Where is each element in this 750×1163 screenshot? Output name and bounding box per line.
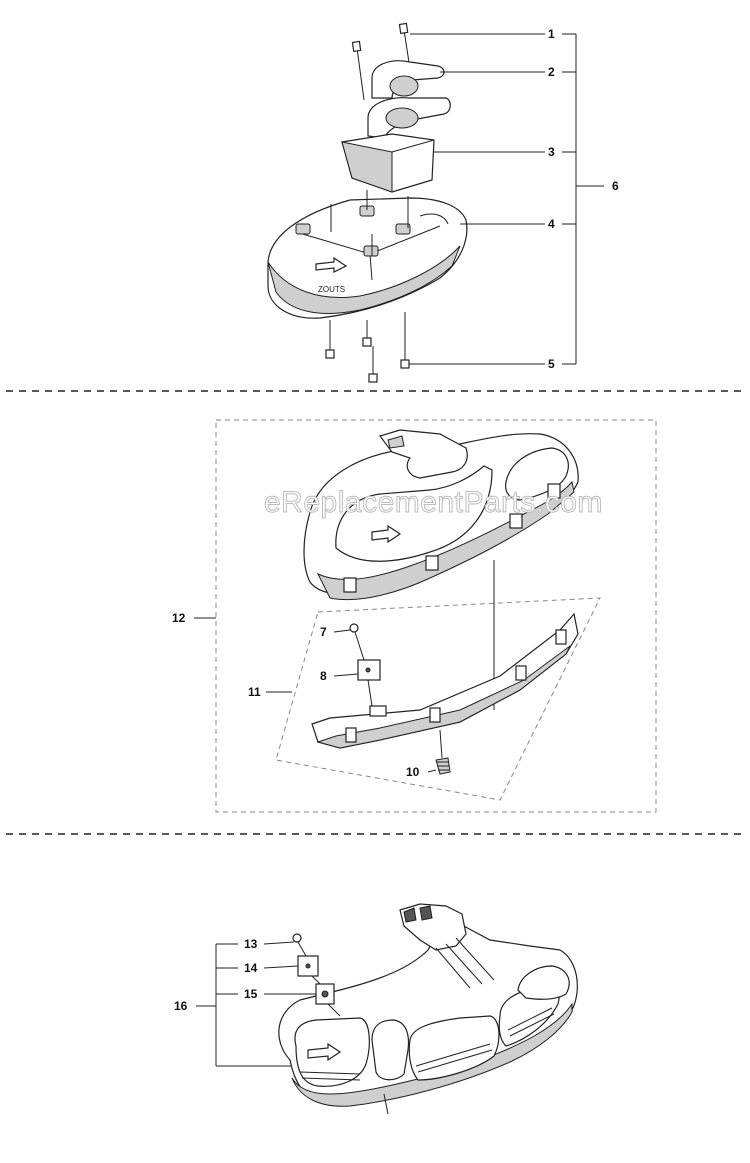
callout-6: 6 <box>612 179 619 193</box>
callout-2: 2 <box>548 65 555 79</box>
guard-part-4: ZOUTS <box>267 197 468 319</box>
screw-part-1 <box>351 22 413 101</box>
callout-13: 13 <box>244 937 258 951</box>
assembly-box-11 <box>275 597 601 801</box>
guard-part-16 <box>278 903 578 1115</box>
guard-marking: ZOUTS <box>318 285 345 294</box>
clip-part-15 <box>315 983 341 1017</box>
bracket-part-3 <box>341 133 435 193</box>
plate-part-14 <box>297 955 323 987</box>
callout-11: 11 <box>248 685 261 699</box>
callout-3: 3 <box>548 145 555 159</box>
watermark: eReplacementParts.com <box>264 486 603 519</box>
clamp-part-2 <box>367 60 451 139</box>
callout-15: 15 <box>244 987 258 1001</box>
section-guard-skirt: 12 7 8 11 10 <box>172 419 657 813</box>
section-alternate-guard: 13 14 15 16 <box>174 903 578 1115</box>
callout-1: 1 <box>548 27 555 41</box>
callout-7: 7 <box>320 625 327 639</box>
callout-10: 10 <box>406 765 420 779</box>
callout-16: 16 <box>174 999 188 1013</box>
clip-part-10 <box>435 729 451 775</box>
section-guard-assembly: ZOUTS 1 2 <box>267 22 619 383</box>
callout-4: 4 <box>548 217 555 231</box>
callout-8: 8 <box>320 669 327 683</box>
callout-14: 14 <box>244 961 258 975</box>
callout-5: 5 <box>548 357 555 371</box>
screw-part-5 <box>325 312 410 383</box>
callout-12: 12 <box>172 611 186 625</box>
screw-part-13 <box>292 933 307 957</box>
assembly-box-12 <box>215 419 657 813</box>
screw-part-7 <box>349 623 365 661</box>
guard-part-12 <box>303 429 579 601</box>
plate-part-8 <box>357 659 381 707</box>
skirt-part-11 <box>311 612 579 749</box>
